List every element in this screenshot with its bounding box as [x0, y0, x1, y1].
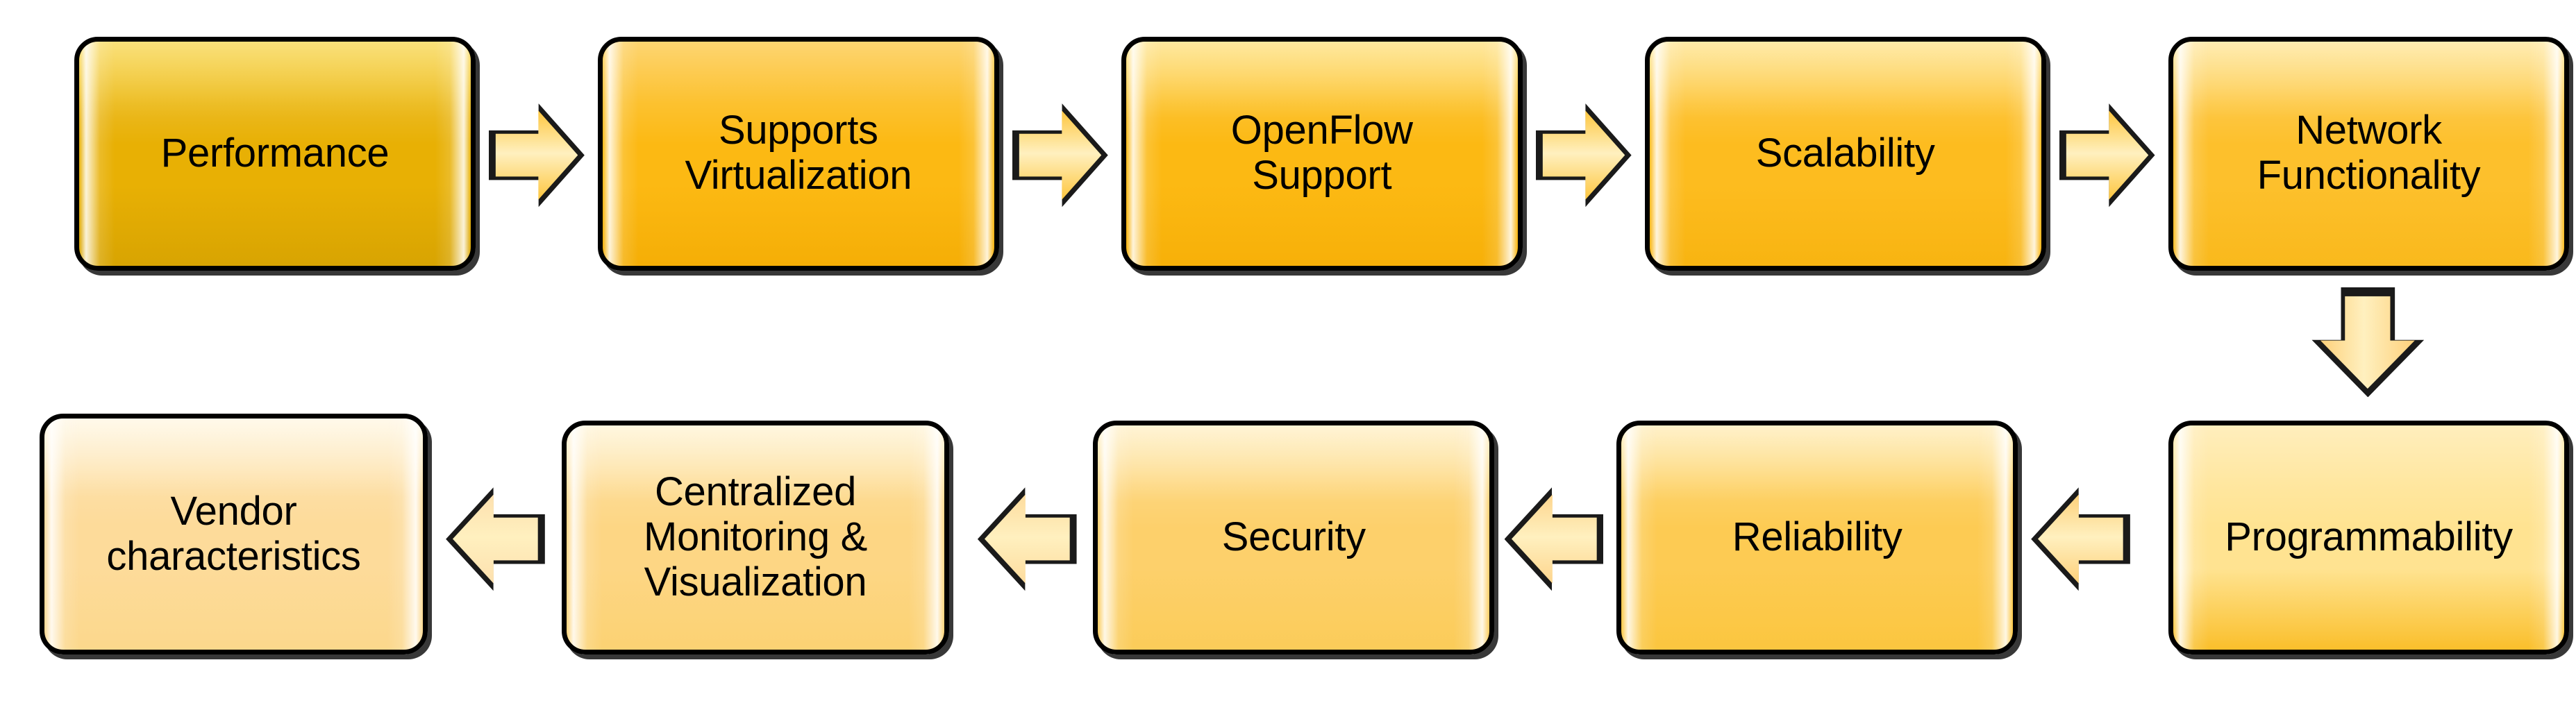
arrow-body — [1511, 494, 1597, 584]
arrow-performance-to-supports-virtualization-icon — [488, 103, 585, 208]
process-node-vendor-characteristics[interactable]: Vendor characteristics — [40, 414, 428, 654]
process-node-programmability[interactable]: Programmability — [2168, 421, 2570, 654]
arrow-body — [984, 494, 1070, 584]
process-node-label: Supports Virtualization — [685, 108, 912, 199]
process-node-label: Performance — [160, 130, 390, 176]
process-node-label: Centralized Monitoring & Visualization — [644, 468, 868, 605]
process-node-label: Security — [1221, 514, 1366, 559]
process-node-security[interactable]: Security — [1093, 421, 1495, 654]
arrow-body — [2066, 110, 2148, 200]
arrow-openflow-support-to-scalability-icon — [1535, 103, 1632, 208]
process-node-performance[interactable]: Performance — [74, 36, 476, 271]
process-node-label: Programmability — [2225, 514, 2513, 559]
process-node-centralized-monitoring-visualization[interactable]: Centralized Monitoring & Visualization — [561, 421, 950, 654]
arrow-supports-virtualization-to-openflow-support-icon — [1012, 103, 1108, 208]
process-node-label: Network Functionality — [2257, 108, 2481, 199]
process-node-openflow-support[interactable]: OpenFlow Support — [1121, 36, 1523, 271]
process-node-network-functionality[interactable]: Network Functionality — [2168, 36, 2570, 271]
process-node-label: OpenFlow Support — [1230, 108, 1413, 199]
process-node-scalability[interactable]: Scalability — [1644, 36, 2046, 271]
arrow-body — [2038, 494, 2123, 584]
process-node-label: Scalability — [1755, 130, 1935, 176]
arrow-security-to-centralized-monitoring-icon — [977, 487, 1077, 591]
arrow-reliability-to-security-icon — [1504, 487, 1604, 591]
arrow-centralized-monitoring-to-vendor-characteristics-icon — [446, 487, 545, 591]
arrow-programmability-to-reliability-icon — [2031, 487, 2130, 591]
arrow-body — [1542, 110, 1625, 200]
arrow-scalability-to-network-functionality-icon — [2059, 103, 2155, 208]
arrow-body — [2320, 296, 2416, 389]
arrow-body — [495, 110, 578, 200]
process-node-label: Reliability — [1732, 514, 1902, 559]
arrow-network-functionality-to-programmability-icon — [2311, 287, 2425, 398]
arrow-body — [453, 494, 538, 584]
process-node-supports-virtualization[interactable]: Supports Virtualization — [597, 36, 999, 271]
process-node-reliability[interactable]: Reliability — [1616, 421, 2018, 654]
arrow-body — [1019, 110, 1102, 200]
process-node-label: Vendor characteristics — [106, 488, 361, 579]
